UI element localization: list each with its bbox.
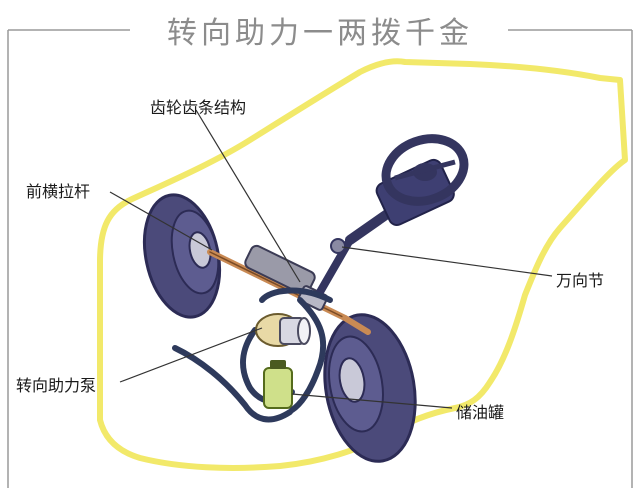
power-steering-pump (255, 313, 311, 347)
label-universal-joint: 万向节 (556, 271, 605, 290)
label-power-steering-pump: 转向助力泵 (16, 376, 97, 395)
right-front-tire (323, 313, 417, 463)
label-fluid-reservoir: 储油罐 (456, 403, 505, 422)
diagram-title: 转向助力一两拨千金 (167, 16, 473, 51)
label-rack-and-pinion: 齿轮齿条结构 (150, 98, 247, 117)
steering-rack (207, 244, 371, 335)
label-front-tie-rod: 前横拉杆 (26, 182, 91, 201)
title-frame (7, 29, 633, 488)
leader-lines (109, 109, 553, 409)
fluid-reservoir (263, 360, 293, 409)
left-front-tire (143, 193, 221, 319)
steering-wheel (381, 134, 469, 206)
car-body-outline (97, 58, 628, 471)
